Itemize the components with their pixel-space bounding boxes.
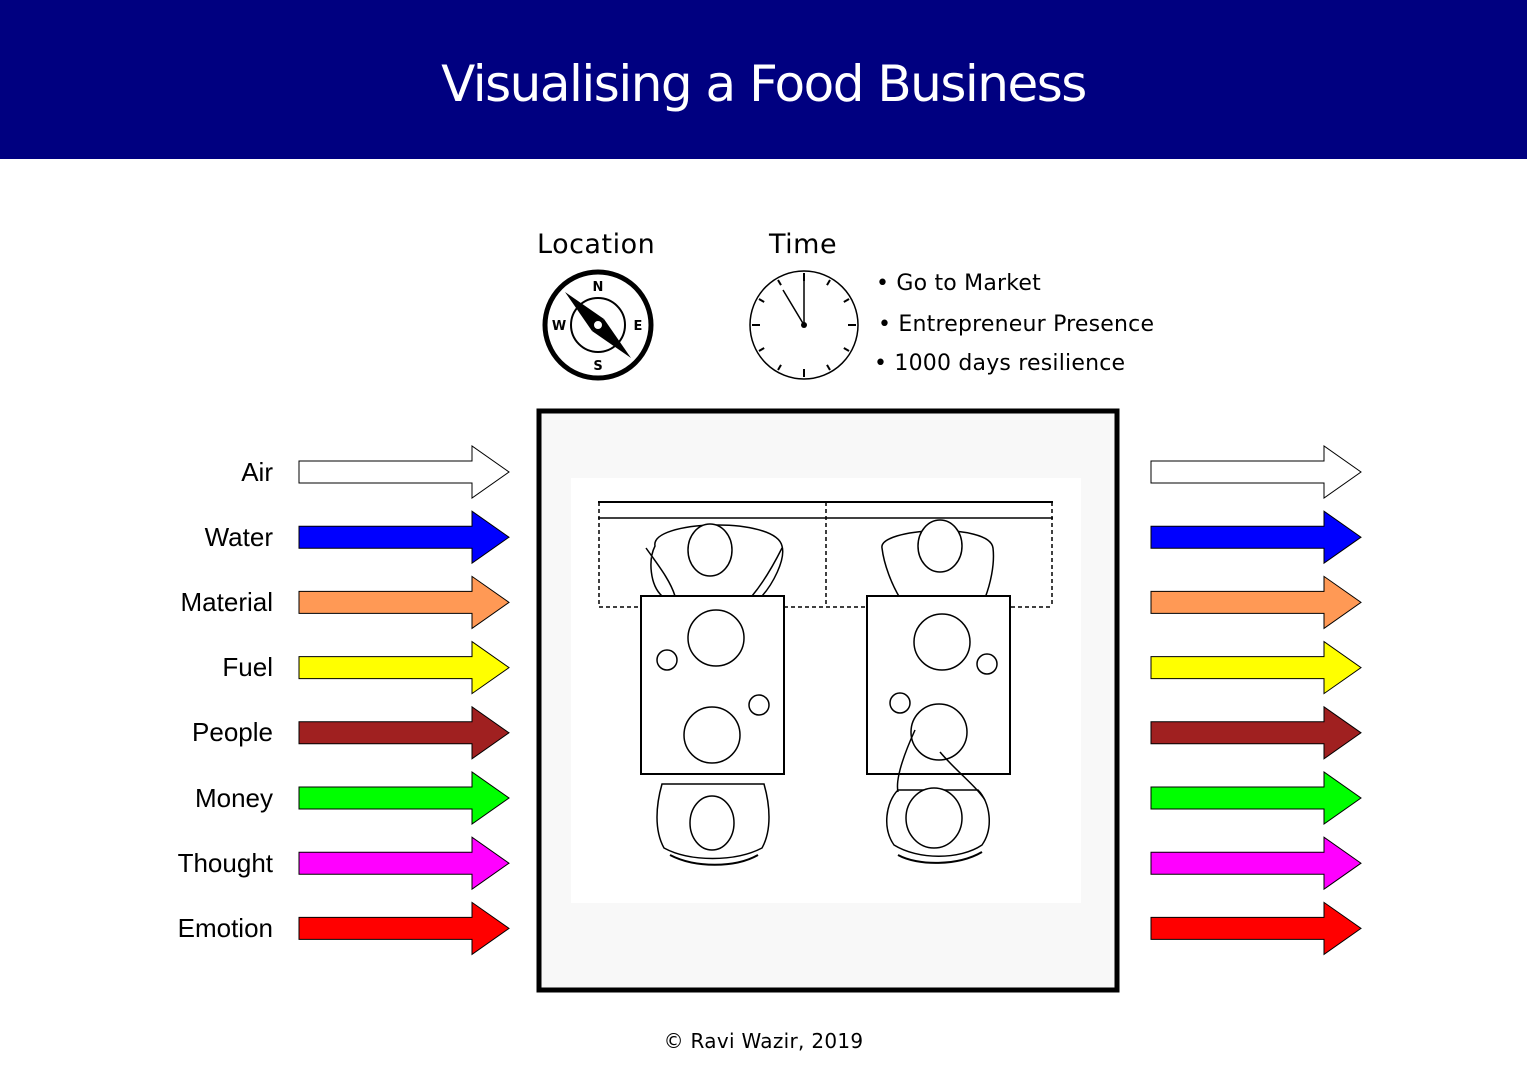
flow-arrow-out-money — [1150, 771, 1362, 825]
flow-arrow-in-money — [298, 771, 510, 825]
compass-west: W — [552, 319, 566, 334]
flow-arrow-out-thought — [1150, 836, 1362, 891]
page-title: Visualising a Food Business — [441, 55, 1087, 113]
flow-arrow-out-fuel — [1150, 640, 1362, 695]
flow-arrow-in-fuel — [298, 640, 510, 695]
flow-label-emotion: Emotion — [177, 913, 273, 943]
copyright-note: © Ravi Wazir, 2019 — [663, 1029, 864, 1053]
input-arrows — [298, 445, 510, 956]
clock-tick — [843, 298, 850, 303]
flow-arrow-out-people — [1150, 705, 1362, 760]
flow-label-material: Material — [180, 587, 273, 617]
flow-arrow-out-air — [1150, 445, 1362, 499]
flow-arrow-in-thought — [298, 836, 510, 891]
clock-tick — [826, 364, 831, 371]
time-note-resilience: • 1000 days resilience — [874, 351, 1126, 376]
flow-label-fuel: Fuel — [222, 652, 273, 682]
time-heading: Time — [769, 229, 838, 260]
flow-label-people: People — [192, 717, 273, 747]
flow-arrow-in-material — [298, 575, 510, 630]
output-arrows — [1150, 445, 1362, 956]
clock-tick — [843, 347, 850, 352]
location-heading: Location — [537, 229, 656, 260]
flow-label-thought: Thought — [177, 848, 273, 878]
dining-scene-icon — [598, 501, 1053, 866]
compass-east: E — [634, 319, 643, 334]
clock-tick — [777, 279, 782, 286]
flow-arrow-in-water — [298, 510, 510, 565]
title-banner — [0, 0, 1527, 159]
flow-arrow-in-emotion — [298, 901, 510, 956]
clock-tick — [777, 364, 782, 371]
compass-south: S — [593, 359, 602, 374]
compass-north: N — [593, 280, 604, 295]
flow-arrow-out-material — [1150, 575, 1362, 630]
time-note-entrepreneur-presence: • Entrepreneur Presence — [878, 312, 1155, 337]
flow-label-water: Water — [204, 522, 273, 552]
flow-label-air: Air — [241, 457, 273, 487]
flow-label-money: Money — [194, 783, 273, 813]
clock-tick — [758, 347, 765, 352]
clock-tick — [758, 298, 765, 303]
clock-icon — [749, 270, 859, 380]
flow-arrow-in-air — [298, 445, 510, 499]
time-note-go-to-market: • Go to Market — [876, 271, 1041, 296]
clock-tick — [826, 279, 831, 286]
compass-icon: N E S W — [542, 269, 654, 381]
flow-arrow-out-emotion — [1150, 901, 1362, 956]
flow-arrow-in-people — [298, 705, 510, 760]
flow-arrow-out-water — [1150, 510, 1362, 565]
